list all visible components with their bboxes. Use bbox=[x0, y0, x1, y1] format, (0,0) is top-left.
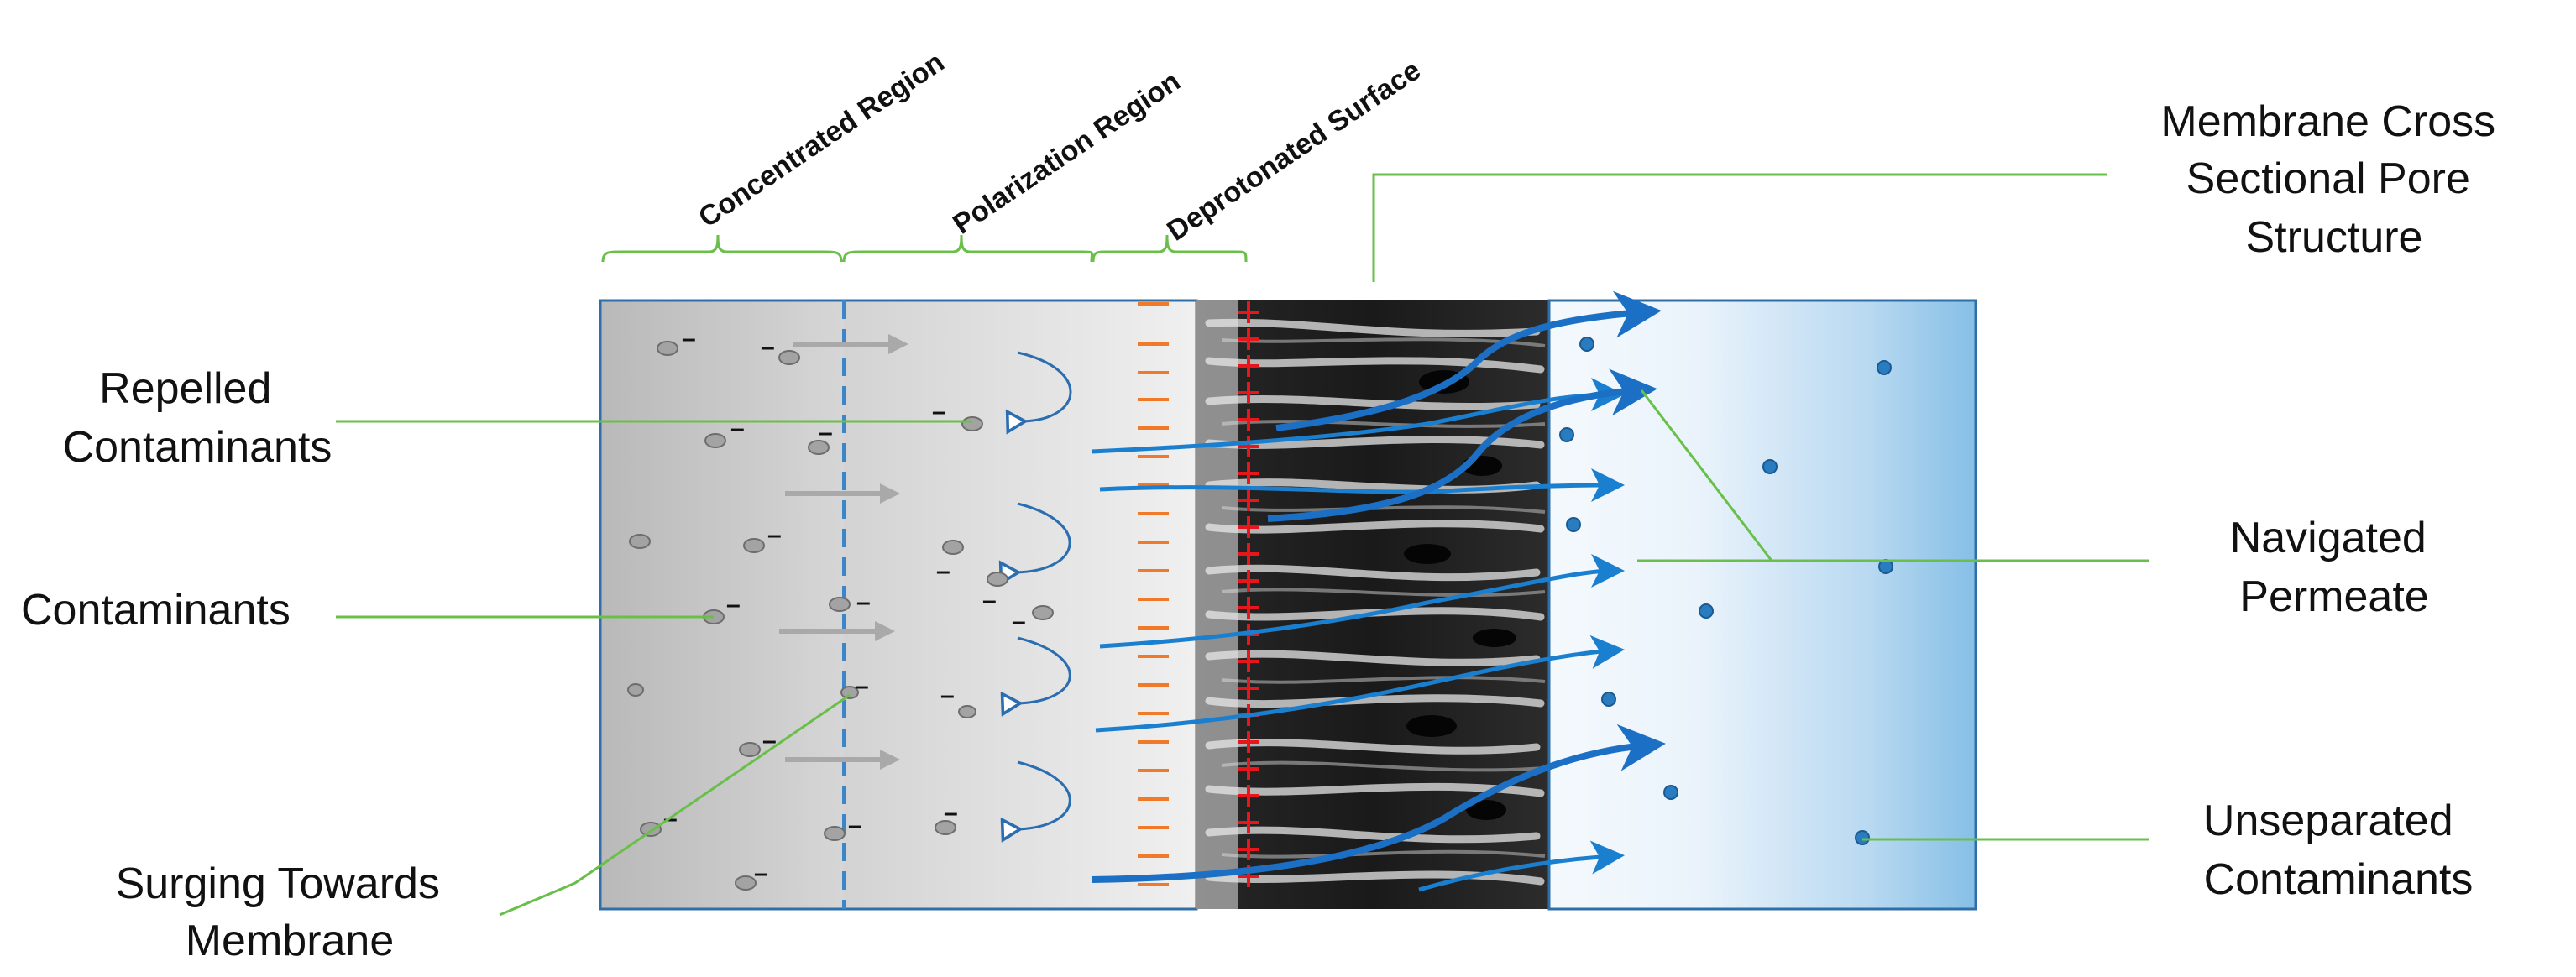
particle-negative-charges: – – – – – – – – – – – – – – – – – – bbox=[663, 325, 1026, 887]
navigated-permeate-label: Navigated Permeate bbox=[2230, 514, 2439, 621]
svg-text:–: – bbox=[940, 682, 955, 709]
svg-text:–: – bbox=[936, 557, 950, 585]
svg-text:–: – bbox=[682, 325, 696, 353]
surging-arrows bbox=[779, 334, 908, 770]
major-flow-arrows bbox=[1091, 290, 1666, 883]
membrane-cross-section bbox=[1196, 300, 1549, 909]
permeate-flow-arrows bbox=[1091, 378, 1625, 892]
svg-text:–: – bbox=[767, 521, 782, 549]
svg-text:–: – bbox=[819, 419, 833, 447]
svg-text:–: – bbox=[855, 672, 869, 700]
svg-text:–: – bbox=[856, 588, 871, 616]
polarization-region-area bbox=[844, 300, 1196, 909]
surface-negative-charges bbox=[1138, 302, 1169, 886]
unseparated-particles bbox=[1559, 337, 1893, 845]
svg-text:–: – bbox=[754, 859, 768, 887]
leader-lines bbox=[336, 173, 2149, 917]
svg-text:–: – bbox=[726, 591, 741, 619]
svg-text:–: – bbox=[730, 415, 745, 442]
concentrated-region-label: Concentrated Region bbox=[693, 46, 950, 234]
concentrated-region-area bbox=[600, 300, 844, 909]
svg-text:–: – bbox=[982, 587, 997, 614]
contaminants-label: Contaminants bbox=[21, 586, 291, 635]
svg-text:–: – bbox=[1012, 608, 1026, 635]
region-brackets bbox=[601, 234, 1248, 263]
repelled-contaminants-label: Repelled Contaminants bbox=[63, 364, 332, 472]
membrane-cross-section-label: Membrane Cross Sectional Pore Structure bbox=[2160, 97, 2507, 262]
surging-towards-membrane-label: Surging Towards Membrane bbox=[116, 859, 453, 965]
svg-text:–: – bbox=[761, 333, 775, 361]
repulsion-arrows bbox=[1016, 351, 1072, 829]
unseparated-contaminants-label: Unseparated Contaminants bbox=[2203, 797, 2474, 904]
polarization-region-label: Polarization Region bbox=[947, 65, 1186, 241]
svg-text:–: – bbox=[848, 812, 862, 839]
deprotonated-surface-label: Deprotonated Surface bbox=[1161, 55, 1427, 248]
svg-text:–: – bbox=[932, 398, 946, 426]
svg-text:–: – bbox=[944, 799, 958, 827]
